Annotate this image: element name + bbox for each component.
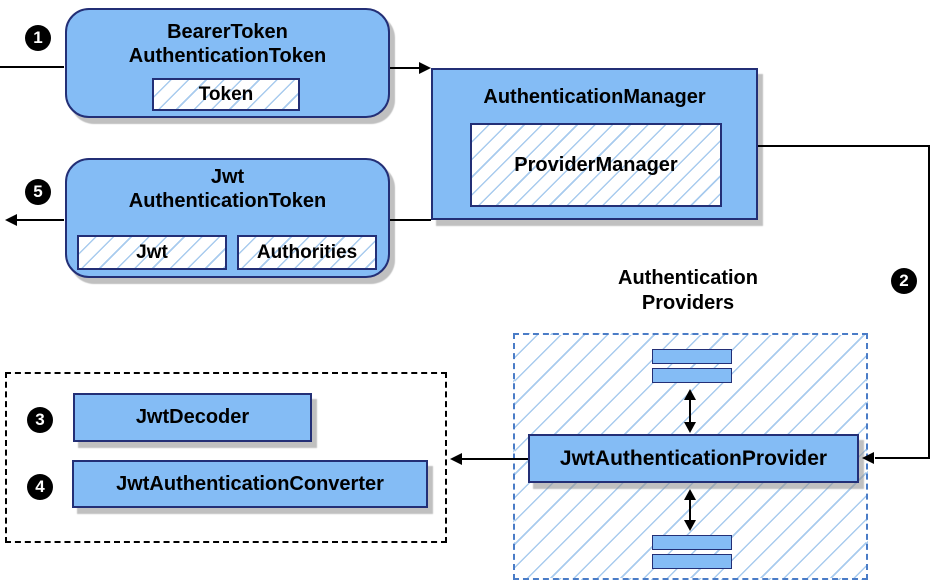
step-badge-2: 2 [891, 268, 917, 294]
step-badge-5: 5 [25, 179, 51, 205]
label-line1: Authentication [618, 267, 758, 289]
field-provider-manager: ProviderManager [470, 123, 722, 207]
node-bearer-token-authentication-token: BearerToken AuthenticationToken Token [65, 8, 390, 118]
provider-placeholder-bar [652, 554, 732, 569]
field-token: Token [152, 78, 300, 111]
node-title-line1: BearerToken [167, 21, 288, 43]
label-line2: Providers [641, 292, 735, 314]
node-jwt-authentication-converter: JwtAuthenticationConverter [72, 460, 428, 508]
step-badge-3: 3 [27, 407, 53, 433]
arrowhead-icon [5, 214, 17, 226]
node-jwt-authentication-token: Jwt AuthenticationToken Jwt Authorities [65, 158, 390, 278]
arrowhead-icon [450, 453, 462, 465]
step-badge-1: 1 [25, 25, 51, 51]
provider-placeholder-bar [652, 535, 732, 550]
node-title-line1: Jwt [210, 166, 245, 188]
authentication-providers-label: Authentication Providers [563, 266, 813, 316]
decoder-converter-group [5, 372, 447, 543]
node-title: BearerToken AuthenticationToken [67, 10, 388, 68]
node-title-line2: AuthenticationToken [128, 45, 327, 67]
field-authorities: Authorities [237, 235, 377, 270]
provider-placeholder-bar [652, 349, 732, 364]
arrowhead-icon [419, 62, 431, 74]
node-authentication-manager: AuthenticationManager ProviderManager [431, 68, 758, 220]
node-title: AuthenticationManager [483, 86, 706, 108]
step-badge-4: 4 [27, 474, 53, 500]
provider-placeholder-bar [652, 368, 732, 383]
node-title-line2: AuthenticationToken [128, 190, 327, 212]
node-title: Jwt AuthenticationToken [67, 160, 388, 213]
field-jwt: Jwt [77, 235, 227, 270]
node-jwt-authentication-provider: JwtAuthenticationProvider [528, 434, 859, 483]
node-jwt-decoder: JwtDecoder [73, 393, 312, 442]
